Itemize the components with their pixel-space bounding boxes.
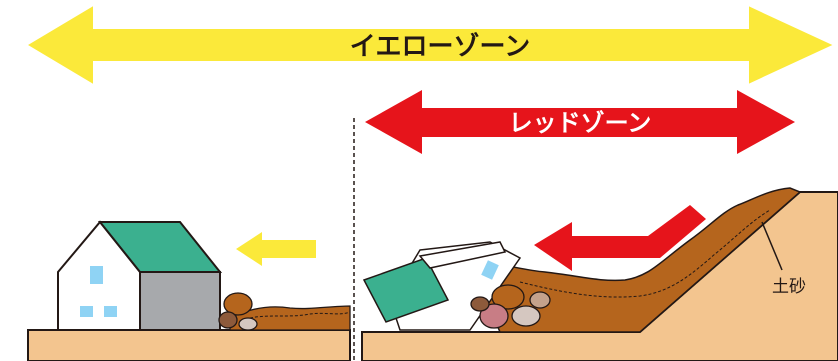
red-zone-arrow-shape — [365, 90, 795, 154]
intact-house-window-right — [104, 306, 117, 317]
yellow-zone-arrow: イエローゾーン — [28, 6, 833, 84]
destroyed-house-roof — [362, 257, 450, 323]
rock — [470, 296, 490, 312]
rock — [223, 292, 253, 316]
yellow-zone-label: イエローゾーン — [350, 31, 530, 62]
destroyed-house-roof-edge — [418, 241, 507, 269]
left-ground — [27, 329, 351, 361]
destroyed-house-window — [481, 260, 499, 280]
debris-left — [218, 292, 351, 331]
debris-flow-left-texture — [249, 311, 351, 319]
rock — [491, 284, 525, 310]
debris-label: 土砂 — [772, 277, 806, 297]
intact-house-roof — [97, 221, 223, 273]
debris-flow-right — [468, 187, 802, 333]
rock — [218, 311, 238, 329]
debris-flow-left — [229, 305, 351, 331]
intact-house-window-top — [90, 266, 103, 284]
debris-flow-texture — [519, 209, 771, 298]
yellow-flow-arrow — [236, 232, 316, 266]
intact-house-side-wall — [139, 271, 221, 331]
rock — [511, 305, 541, 327]
intact-house-window-left — [80, 306, 93, 317]
yellow-zone-arrow-shape — [28, 6, 833, 84]
rock — [529, 291, 551, 309]
rock-pile-right — [470, 284, 551, 329]
destroyed-house — [362, 241, 522, 331]
rock — [238, 317, 258, 331]
debris-pointer-line — [761, 221, 783, 271]
red-zone-label: レッドゾーン — [509, 109, 652, 137]
red-zone-arrow: レッドゾーン — [365, 90, 795, 154]
intact-house — [57, 220, 223, 331]
red-flow-arrow — [534, 205, 706, 271]
rock — [479, 303, 509, 329]
